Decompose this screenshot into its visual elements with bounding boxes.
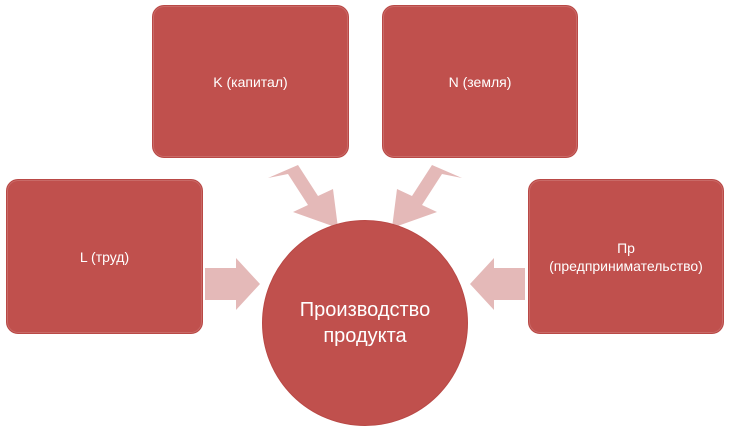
production-label-line-2: продукта — [323, 325, 407, 347]
production-label-line-1: Производство — [299, 299, 431, 321]
land-label: N (земля) — [448, 73, 512, 90]
arrow-n-to-center-icon — [392, 165, 462, 228]
land-box: N (земля) — [382, 5, 578, 158]
labor-label: L (труд) — [79, 248, 130, 265]
capital-box: K (капитал) — [152, 5, 349, 158]
entrepreneurship-label-line-1: Пр — [617, 239, 635, 256]
entrepreneurship-label: Пр (предпринимательство) — [543, 239, 709, 275]
arrow-pr-to-center-icon — [470, 258, 525, 310]
capital-label: K (капитал) — [213, 73, 288, 90]
production-circle: Производство продукта — [262, 220, 468, 426]
arrow-k-to-center-icon — [268, 165, 338, 228]
entrepreneurship-box: Пр (предпринимательство) — [528, 179, 724, 334]
entrepreneurship-label-line-2: (предпринимательство) — [549, 257, 703, 274]
production-label: Производство продукта — [285, 297, 445, 349]
arrow-l-to-center-icon — [205, 258, 260, 310]
labor-box: L (труд) — [6, 179, 203, 334]
